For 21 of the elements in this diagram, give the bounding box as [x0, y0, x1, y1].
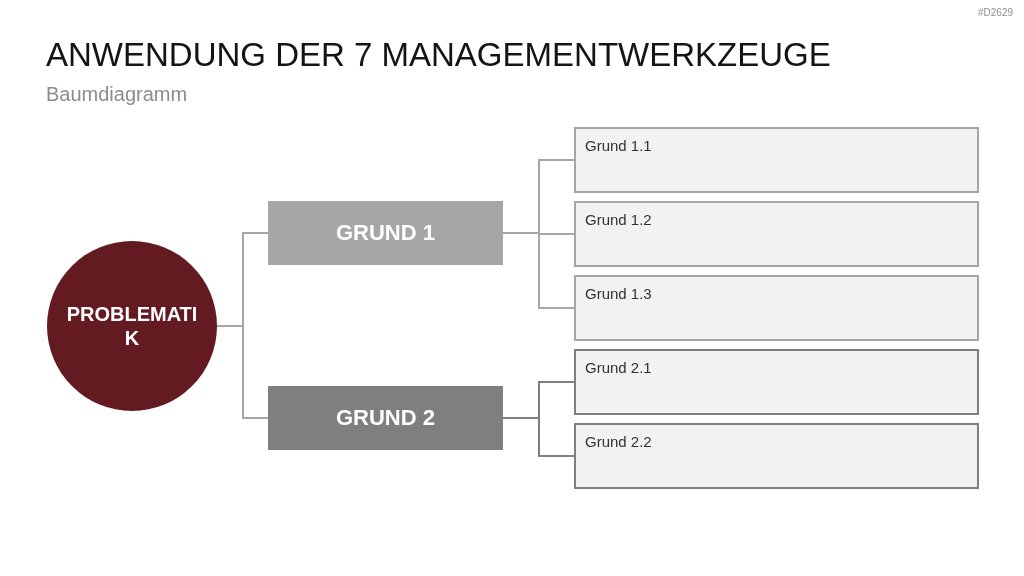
- slide-code: #D2629: [978, 7, 1014, 19]
- node-label: GRUND 2: [336, 405, 435, 431]
- sub-cause-box: [574, 423, 979, 489]
- connector-line: [502, 417, 575, 457]
- sub-cause-box: [574, 201, 979, 267]
- problem-circle: [47, 241, 217, 411]
- sub-cause-box: [574, 349, 979, 415]
- node-label: Grund 2.1: [585, 359, 652, 377]
- node-label: Grund 1.1: [585, 137, 652, 155]
- cause-box: [268, 201, 503, 265]
- connector-line: [502, 232, 575, 309]
- slide-title: ANWENDUNG DER 7 MANAGEMENTWERKZEUGE: [46, 36, 831, 74]
- sub-cause-box: [574, 127, 979, 193]
- cause-box: [268, 386, 503, 450]
- node-label: Grund 1.2: [585, 211, 652, 229]
- node-label: Grund 2.2: [585, 433, 652, 451]
- node-label: PROBLEMATIK: [65, 302, 199, 350]
- sub-cause-box: [574, 275, 979, 341]
- node-label: Grund 1.3: [585, 285, 652, 303]
- node-label: GRUND 1: [336, 220, 435, 246]
- slide-subtitle: Baumdiagramm: [46, 82, 188, 106]
